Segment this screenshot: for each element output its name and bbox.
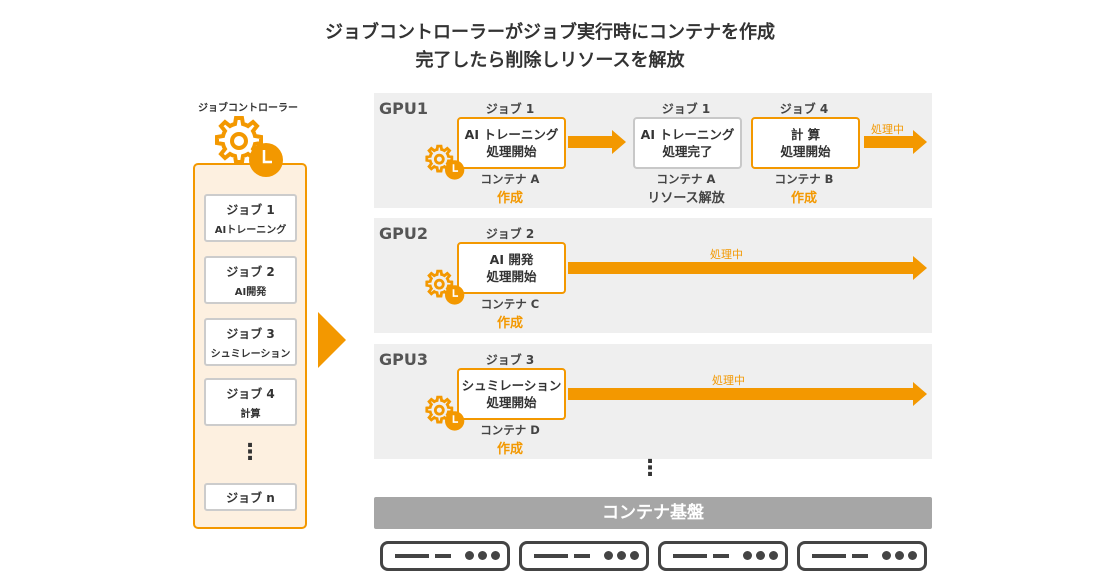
job-label: ジョブ 4 (779, 102, 829, 116)
job-label: ジョブ 3 (485, 353, 535, 367)
gpu-label: GPU1 (379, 99, 428, 118)
arrow-shaft (568, 136, 613, 148)
job-desc: 計算 (240, 408, 261, 420)
job-step-box[interactable]: 計 算処理開始 (751, 117, 860, 169)
arrow-shaft (864, 136, 914, 148)
queue-ellipsis: ⋮ (239, 440, 261, 465)
processing-label: 処理中 (710, 248, 743, 261)
server-icon (519, 541, 649, 571)
job-label: ジョブ 1 (661, 102, 711, 116)
queue-job-n[interactable]: ジョブ n (204, 483, 297, 511)
job-label: ジョブ 2 (485, 227, 535, 241)
job-name: ジョブ 4 (226, 386, 275, 401)
queue-job-4[interactable]: ジョブ 4 計算 (204, 378, 297, 426)
step-title: 計 算 (790, 127, 821, 142)
processing-label: 処理中 (712, 374, 745, 387)
container-name: コンテナ D (480, 423, 540, 437)
job-desc: AIトレーニング (214, 224, 287, 236)
job-step-box[interactable]: AI トレーニング処理完了 (633, 117, 742, 169)
job-step-box[interactable]: シュミレーション処理開始 (457, 368, 566, 420)
server-icon (380, 541, 510, 571)
job-label: ジョブ 1 (485, 102, 535, 116)
job-name: ジョブ 2 (226, 264, 275, 279)
container-name: コンテナ C (480, 297, 540, 311)
job-desc: AI開発 (234, 286, 267, 298)
controller-label: ジョブコントローラー (198, 103, 298, 114)
arrow-head-icon (612, 130, 626, 154)
container-name: コンテナ A (480, 172, 540, 186)
step-title: AI トレーニング (464, 127, 559, 142)
gear-clock-icon (425, 269, 465, 305)
container-status: 作成 (496, 191, 523, 206)
step-title: AI 開発 (489, 252, 534, 267)
dispatch-arrow-icon (318, 312, 346, 368)
step-state: 処理完了 (662, 144, 713, 159)
step-state: 処理開始 (486, 269, 537, 284)
step-state: 処理開始 (780, 144, 831, 159)
arrow-head-icon (913, 130, 927, 154)
job-step-box[interactable]: AI トレーニング処理開始 (457, 117, 566, 169)
job-step-box[interactable]: AI 開発処理開始 (457, 242, 566, 294)
container-name: コンテナ B (774, 172, 834, 186)
step-state: 処理開始 (486, 144, 537, 159)
arrow-head-icon (913, 382, 927, 406)
gpu-label: GPU2 (379, 224, 428, 243)
container-status: リソース解放 (647, 191, 725, 206)
container-name: コンテナ A (656, 172, 716, 186)
server-icon (797, 541, 927, 571)
step-title: AI トレーニング (640, 127, 735, 142)
processing-label: 処理中 (871, 123, 904, 136)
title-line-1: ジョブコントローラーがジョブ実行時にコンテナを作成 (325, 22, 775, 43)
arrow-head-icon (913, 256, 927, 280)
arrow-shaft (568, 388, 914, 400)
job-desc: シュミレーション (210, 348, 291, 360)
more-gpus-ellipsis: ⋮ (639, 456, 661, 481)
step-state: 処理開始 (486, 395, 537, 410)
container-status: 作成 (790, 191, 817, 206)
arrow-shaft (568, 262, 914, 274)
server-icon (658, 541, 788, 571)
container-status: 作成 (496, 442, 523, 457)
job-name: ジョブ 3 (226, 326, 275, 341)
queue-job-3[interactable]: ジョブ 3 シュミレーション (204, 318, 297, 366)
container-status: 作成 (496, 316, 523, 331)
step-title: シュミレーション (461, 378, 562, 393)
container-platform-bar: コンテナ基盤 (374, 497, 932, 529)
gpu-label: GPU3 (379, 350, 428, 369)
job-name: ジョブ n (226, 490, 275, 505)
gear-clock-icon (425, 144, 465, 180)
queue-job-2[interactable]: ジョブ 2 AI開発 (204, 256, 297, 304)
gear-clock-icon (215, 116, 283, 177)
title-line-2: 完了したら削除しリソースを解放 (415, 50, 685, 71)
queue-job-1[interactable]: ジョブ 1 AIトレーニング (204, 194, 297, 242)
gear-clock-icon (425, 395, 465, 431)
job-name: ジョブ 1 (226, 202, 275, 217)
